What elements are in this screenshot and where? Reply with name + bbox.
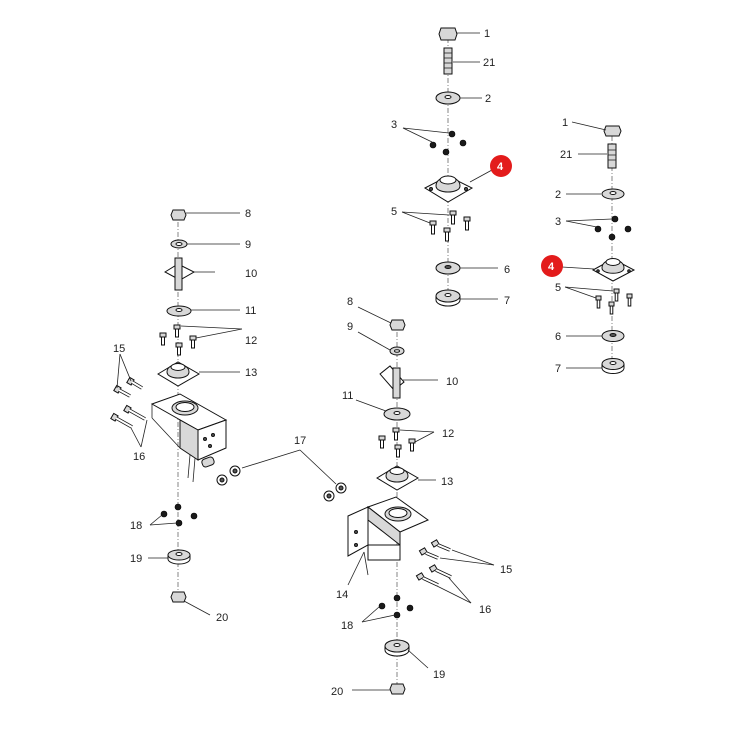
callout-18-left: 18	[130, 520, 142, 532]
assembly-right: 1 21 2 3 4 5	[541, 117, 636, 375]
callout-4: 4	[497, 161, 504, 173]
nut-part	[389, 683, 406, 695]
callout-21: 21	[483, 57, 495, 69]
callout-11-mid: 11	[342, 390, 353, 402]
nut-part	[389, 319, 406, 331]
support-bracket-part	[347, 496, 430, 576]
bushing-part	[201, 456, 241, 486]
callout-2-right: 2	[555, 189, 561, 201]
callout-4-right: 4	[548, 261, 555, 273]
bolt-part	[110, 404, 146, 429]
callout-20-left: 20	[216, 612, 228, 624]
callout-3: 3	[391, 119, 397, 131]
callout-14-mid: 14	[336, 589, 348, 601]
nut-part	[170, 591, 187, 603]
callout-18-mid: 18	[341, 620, 353, 632]
support-bracket-part	[150, 393, 228, 483]
assembly-center-top: 1 21 2 3 4	[391, 27, 512, 307]
callout-8-left: 8	[245, 208, 251, 220]
bolt-part	[378, 427, 416, 458]
bolt-part	[418, 539, 451, 560]
callout-1-right: 1	[562, 117, 568, 129]
callout-13-left: 13	[245, 367, 257, 379]
assembly-middle: 8 9 10 11 12 13	[331, 296, 512, 698]
callout-15-left: 15	[113, 343, 125, 355]
callout-10-mid: 10	[446, 376, 458, 388]
callout-12-left: 12	[245, 335, 257, 347]
callout-21-right: 21	[560, 149, 572, 161]
callout-7-right: 7	[555, 363, 561, 375]
callout-10-left: 10	[245, 268, 257, 280]
callout-17: 17	[294, 435, 306, 447]
callout-20-mid: 20	[331, 686, 343, 698]
nut-part	[603, 125, 622, 137]
callout-6-right: 6	[555, 331, 561, 343]
callout-16-mid: 16	[479, 604, 491, 616]
assembly-left: 8 9 10 11 12 13	[110, 208, 257, 624]
callout-9-mid: 9	[347, 321, 353, 333]
callout-5: 5	[391, 206, 397, 218]
callout-5-right: 5	[555, 282, 561, 294]
highlight-badge[interactable]	[490, 155, 512, 177]
callout-6: 6	[504, 264, 510, 276]
nut-part	[438, 27, 458, 41]
callout-7: 7	[504, 295, 510, 307]
bolt-part	[415, 564, 452, 587]
callout-13-mid: 13	[441, 476, 453, 488]
nut-part	[170, 209, 187, 221]
callout-1: 1	[484, 28, 490, 40]
bushing-set-17: 17	[241, 435, 347, 502]
bolt-part	[429, 210, 471, 242]
highlight-badge[interactable]	[541, 255, 563, 277]
bolt-part	[113, 376, 143, 398]
callout-11-left: 11	[245, 305, 256, 317]
callout-15-mid: 15	[500, 564, 512, 576]
callout-19-mid: 19	[433, 669, 445, 681]
callout-9-left: 9	[245, 239, 251, 251]
threaded-stud-part	[607, 143, 617, 169]
callout-19-left: 19	[130, 553, 142, 565]
callout-2: 2	[485, 93, 491, 105]
callout-12-mid: 12	[442, 428, 454, 440]
bolt-part	[595, 288, 633, 315]
threaded-stud-part	[443, 47, 453, 75]
callout-8-mid: 8	[347, 296, 353, 308]
callout-16-left: 16	[133, 451, 145, 463]
callout-3-right: 3	[555, 216, 561, 228]
